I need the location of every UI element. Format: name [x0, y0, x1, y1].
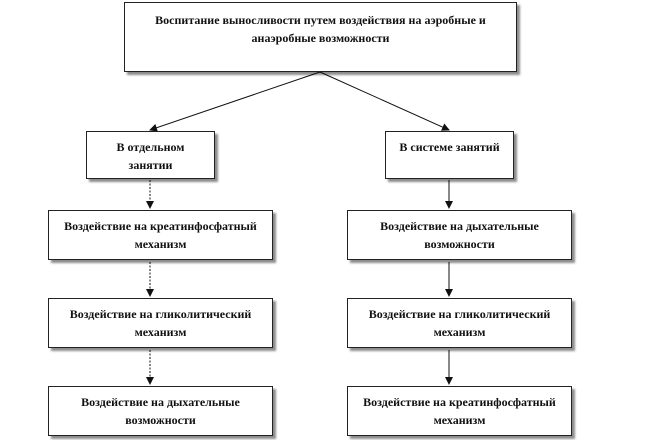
right-step-3-text: Воздействие на креатинфосфатный механизм	[363, 395, 556, 427]
root-node-text: Воспитание выносливости путем воздействи…	[155, 13, 486, 45]
root-node: Воспитание выносливости путем воздействи…	[124, 2, 517, 72]
right-branch-header: В системе занятий	[385, 131, 514, 179]
arrow-root-to-left	[149, 71, 321, 132]
left-step-2: Воздействие на гликолитический механизм	[48, 298, 273, 348]
right-step-1-text: Воздействие на дыхательные возможности	[380, 219, 539, 251]
left-branch-header: В отдельном занятии	[86, 131, 215, 179]
left-step-2-text: Воздействие на гликолитический механизм	[69, 307, 252, 339]
right-step-3: Воздействие на креатинфосфатный механизм	[347, 386, 572, 436]
arrow-root-to-right	[319, 71, 450, 131]
left-step-3-text: Воздействие на дыхательные возможности	[81, 395, 240, 427]
left-step-1-text: Воздействие на креатинфосфатный механизм	[64, 219, 257, 251]
right-step-2-text: Воздействие на гликолитический механизм	[368, 307, 551, 339]
left-step-1: Воздействие на креатинфосфатный механизм	[48, 210, 273, 260]
right-branch-header-text: В системе занятий	[399, 140, 500, 154]
right-step-1: Воздействие на дыхательные возможности	[347, 210, 572, 260]
left-step-3: Воздействие на дыхательные возможности	[48, 386, 273, 436]
left-branch-header-text: В отдельном занятии	[116, 140, 185, 172]
right-step-2: Воздействие на гликолитический механизм	[347, 298, 572, 348]
